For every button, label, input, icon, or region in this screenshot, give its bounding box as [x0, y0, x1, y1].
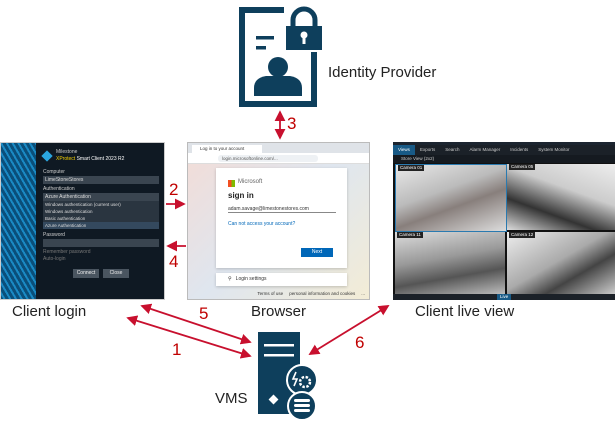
password-label: Password [43, 232, 65, 238]
client-login-screenshot: Milestone XProtect Smart Client 2023 R2 … [0, 142, 165, 300]
identity-card-lock-icon [239, 6, 322, 107]
computer-select[interactable]: LimeStoneStores [43, 176, 159, 184]
login-product-suffix: Smart Client 2023 R2 [76, 156, 125, 162]
arrow-6 [308, 305, 390, 355]
view-selector[interactable]: Store View (2x2) [393, 155, 615, 163]
server-icon [258, 332, 318, 421]
step-2: 2 [169, 180, 179, 199]
email-input[interactable]: adam.savage@limestonestores.com [228, 206, 336, 213]
more-link[interactable]: ... [361, 291, 365, 296]
privacy-link[interactable]: personal information and cookies [289, 291, 356, 296]
key-icon: ⚲ [228, 276, 232, 282]
browser-label: Browser [251, 303, 307, 320]
nav-tab[interactable]: Alarm Manager [469, 147, 501, 152]
login-brand: Milestone [56, 149, 78, 155]
window-title [393, 142, 615, 145]
camera-label: Camera 05 [509, 164, 536, 170]
terms-link[interactable]: Terms of use [257, 291, 284, 296]
camera-tile[interactable]: Camera 12 [507, 232, 615, 298]
close-button[interactable]: Close [103, 269, 129, 278]
next-button[interactable]: Next [301, 248, 333, 257]
client-login-label: Client login [12, 303, 87, 320]
autologin-checkbox[interactable]: Auto-login [43, 256, 66, 262]
signin-card: Microsoft sign in adam.savage@limestones… [216, 168, 347, 268]
step-4: 4 [169, 252, 179, 271]
computer-label: Computer [43, 169, 65, 175]
signin-heading: sign in [228, 191, 254, 200]
camera-label: Camera 11 [397, 232, 423, 238]
connect-button[interactable]: Connect [73, 269, 99, 278]
camera-tile[interactable]: Camera 01 [395, 164, 507, 232]
browser-screenshot: Log in to your account login.microsofton… [187, 142, 370, 300]
browser-tab[interactable]: Log in to your account [192, 145, 262, 153]
vms-label: VMS [215, 390, 248, 407]
login-background [1, 143, 36, 299]
login-settings-button[interactable]: ⚲Login settings [216, 273, 347, 286]
step-1: 1 [172, 340, 182, 359]
auth-option[interactable]: Windows authentication [43, 208, 159, 215]
arrow-5 [140, 303, 252, 345]
step-5: 5 [199, 304, 209, 323]
camera-label: Camera 01 [398, 165, 425, 171]
step-6: 6 [355, 333, 365, 352]
live-indicator: Live [497, 294, 512, 300]
auth-option[interactable]: Basic authentication [43, 215, 159, 222]
arrow-1 [126, 315, 252, 359]
auth-option[interactable]: Azure Authentication [43, 222, 159, 229]
camera-tile[interactable]: Camera 11 [395, 232, 505, 298]
step-3: 3 [287, 114, 297, 133]
login-settings-label: Login settings [235, 276, 267, 282]
microsoft-brand: Microsoft [238, 179, 263, 185]
auth-label: Authentication [43, 186, 75, 192]
nav-tab[interactable]: Search [445, 147, 460, 152]
cant-access-link[interactable]: Can not access your account? [228, 221, 296, 227]
password-input[interactable] [43, 239, 159, 247]
camera-tile[interactable]: Camera 05 [507, 164, 615, 230]
live-view-screenshot: Views Exports Search Alarm Manager Incidents… [393, 142, 615, 300]
address-bar[interactable]: login.microsoftonline.com/... [218, 155, 318, 162]
login-product: XProtect [56, 156, 76, 162]
auth-select[interactable]: Azure Authentication [43, 193, 159, 201]
nav-tab[interactable]: System Monitor [538, 147, 570, 152]
microsoft-logo-icon [228, 180, 235, 187]
remember-checkbox[interactable]: Remember password [43, 249, 91, 255]
nav-tab[interactable]: Incidents [510, 147, 529, 152]
client-live-view-label: Client live view [415, 303, 515, 320]
camera-label: Camera 12 [509, 232, 536, 238]
nav-tab[interactable]: Views [393, 145, 415, 155]
auth-option[interactable]: Windows authentication (current user) [43, 201, 159, 208]
nav-tab[interactable]: Exports [419, 147, 436, 152]
identity-provider-label: Identity Provider [328, 64, 437, 81]
